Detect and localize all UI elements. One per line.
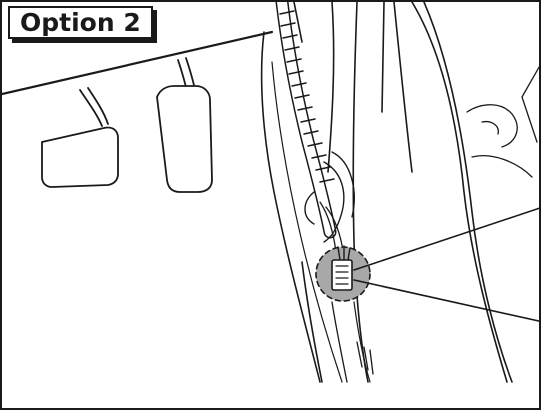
interior-detail — [467, 62, 541, 177]
brake-pedal-icon — [42, 88, 118, 187]
zoom-callout-icon — [354, 207, 541, 322]
wiring-harness-icon — [280, 2, 354, 257]
connector-icon — [316, 246, 370, 301]
option-badge: Option 2 — [8, 6, 153, 39]
dashboard-edge — [2, 32, 272, 94]
accelerator-pedal-icon — [157, 58, 212, 192]
